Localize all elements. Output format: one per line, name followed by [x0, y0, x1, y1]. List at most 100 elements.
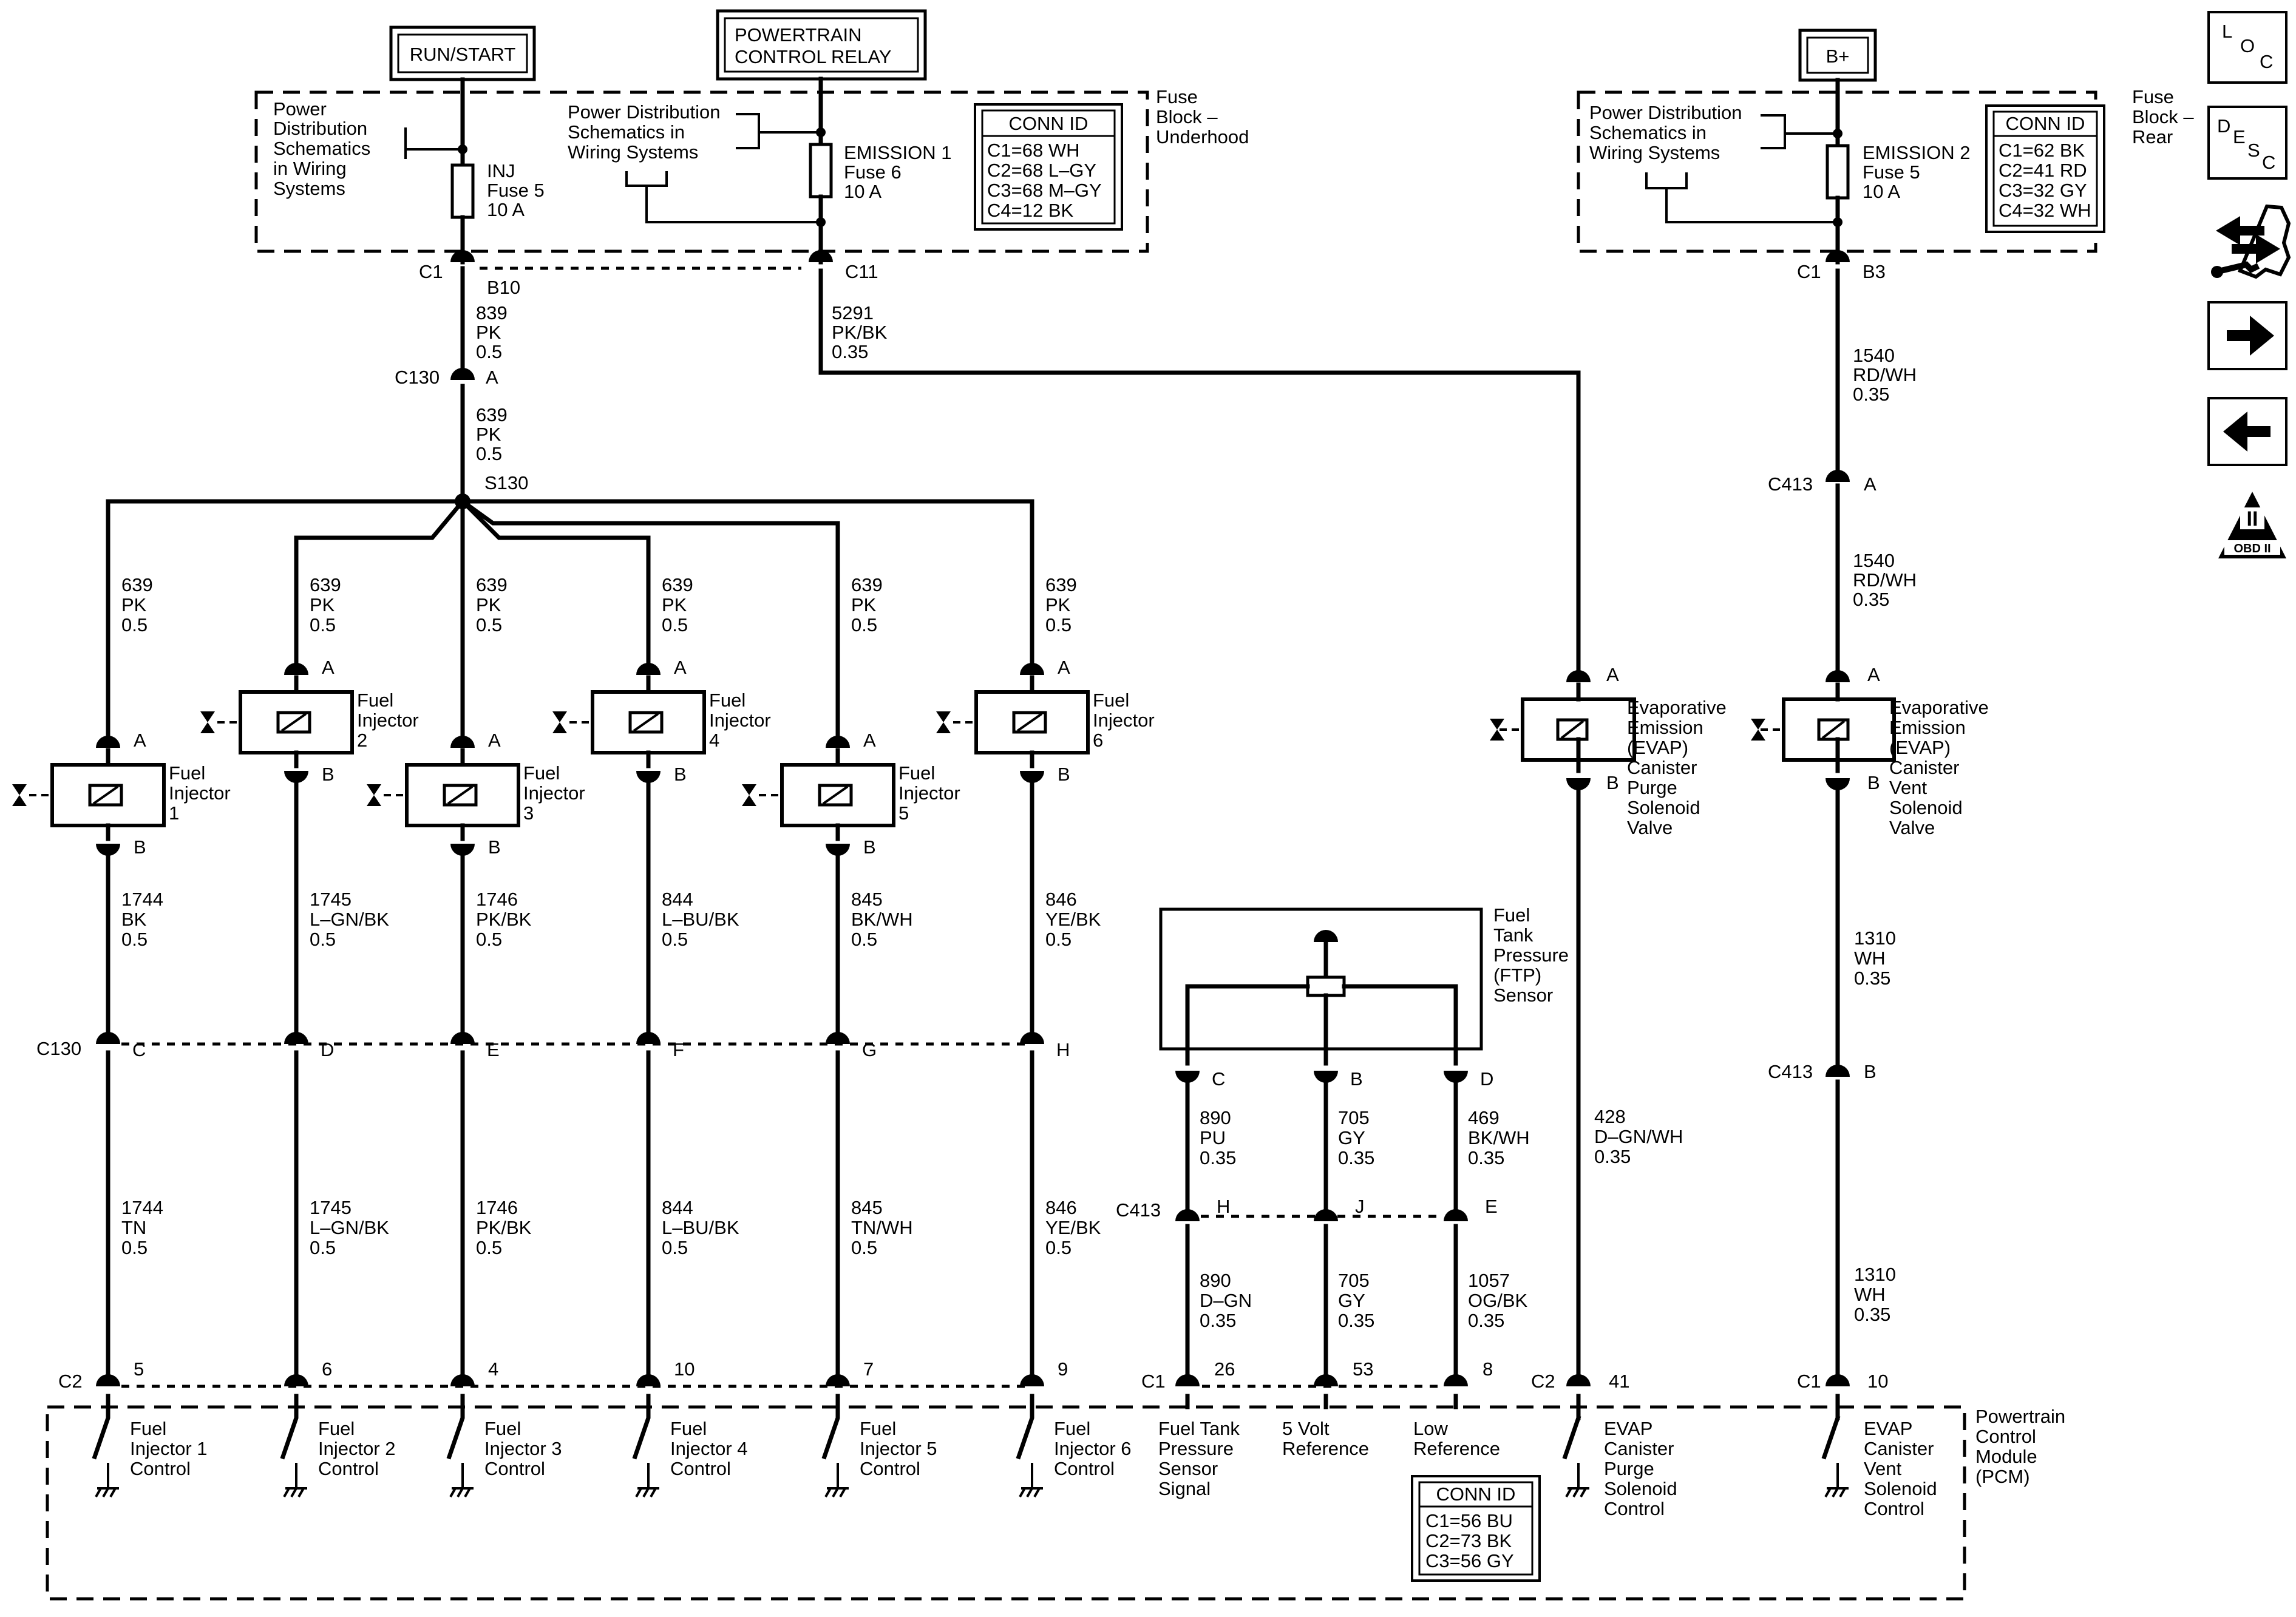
evap-purge-pcm-label-4: Solenoid — [1604, 1478, 1677, 1499]
ftp-pin-3: D — [1480, 1068, 1493, 1090]
evap-vent-solenoid: A B Evaporative Emission (EVAP) Canister… — [1751, 664, 1989, 1519]
evap-vent-pin-b: B — [1867, 772, 1880, 793]
pd-ref-left-5: Systems — [273, 178, 345, 199]
rear-conn-id-c4: C4=32 WH — [1999, 200, 2091, 221]
ftp-upper-wire-num-2: 705 — [1338, 1107, 1370, 1128]
ftp-pin-1: C — [1212, 1068, 1225, 1090]
desc-letter-s: S — [2247, 140, 2260, 161]
fuse-block-rear-conn-id: CONN ID C1=62 BK C2=41 RD C3=32 GY C4=32… — [1985, 104, 2105, 233]
w1540b-color: RD/WH — [1853, 569, 1917, 591]
inj4-name-1: Fuel — [709, 690, 746, 711]
ftp-pcm-label-2-1: 5 Volt — [1282, 1418, 1330, 1439]
inj1-pcm-pin: 5 — [134, 1358, 144, 1380]
inj5-pcm-label-3: Control — [860, 1458, 920, 1479]
inj1-mid-wire-gauge: 0.5 — [121, 929, 148, 950]
next-page-button[interactable] — [2207, 301, 2288, 370]
inj3-pin-a: A — [488, 730, 501, 751]
inj4-low-wire-gauge: 0.5 — [662, 1237, 688, 1258]
ftp-lower-wire-num-3: 1057 — [1468, 1270, 1510, 1291]
evap-vent-pin-a: A — [1867, 664, 1880, 685]
fuse-block-rear-label-1: Fuse — [2132, 86, 2174, 107]
ftp-lower-wire-color-1: D–GN — [1200, 1290, 1252, 1311]
ftp-pcm-label-1-2: Pressure — [1158, 1438, 1234, 1459]
run-start-tag: RUN/START — [389, 25, 536, 81]
run-start-label: RUN/START — [410, 44, 516, 65]
inj2-mid-wire-color: L–GN/BK — [310, 909, 389, 930]
pd-ref-left-4: in Wiring — [273, 158, 347, 179]
ftp-name-4: (FTP) — [1493, 964, 1541, 986]
inj1-mid-wire-num: 1744 — [121, 889, 163, 910]
evap-purge-pcm-label-2: Canister — [1604, 1438, 1674, 1459]
pd-ref-rear-2: Schematics in — [1589, 122, 1707, 143]
inj4-top-wire-gauge: 0.5 — [662, 614, 688, 636]
inj4-top-wire-num: 639 — [662, 574, 693, 595]
inj6-pcm-label-3: Control — [1054, 1458, 1115, 1479]
inj4-pcm-pin: 10 — [674, 1358, 695, 1380]
inj5-pcm-label-1: Fuel — [860, 1418, 896, 1439]
inj4-pcm-label-3: Control — [670, 1458, 731, 1479]
evap-purge-pin-b: B — [1606, 772, 1619, 793]
inj6-pin-b: B — [1058, 764, 1070, 785]
inj4-pin-b: B — [674, 764, 687, 785]
inj3-top-wire-num: 639 — [476, 574, 508, 595]
ftp-lower-wire-num-2: 705 — [1338, 1270, 1370, 1291]
b3-label: B3 — [1863, 261, 1886, 282]
emission2-fuse-label-1: EMISSION 2 — [1863, 142, 1970, 163]
evap-purge-name-2: Emission — [1627, 717, 1703, 738]
c413-a-pin: A — [1864, 473, 1877, 495]
c1-left-label: C1 — [419, 261, 443, 282]
fuse-block-rear-label-2: Block – — [2132, 106, 2194, 127]
evap-vent-name-7: Valve — [1889, 817, 1935, 838]
inj3-c130-pin: E — [487, 1039, 500, 1060]
loc-button[interactable]: L O C — [2207, 11, 2288, 84]
w1310b-gauge: 0.35 — [1854, 1304, 1890, 1325]
inj3-pcm-label-3: Control — [484, 1458, 545, 1479]
inj2-mid-wire-gauge: 0.5 — [310, 929, 336, 950]
w839-gauge: 0.5 — [476, 341, 502, 362]
evap-purge-name-7: Valve — [1627, 817, 1673, 838]
inj1-pcm-label-2: Injector 1 — [130, 1438, 208, 1459]
evap-purge-pcm-label-5: Control — [1604, 1498, 1665, 1519]
emission2-fuse-label-3: 10 A — [1863, 181, 1900, 202]
ftp-upper-wire-gauge-3: 0.35 — [1468, 1147, 1504, 1168]
ftp-lower-wire-gauge-3: 0.35 — [1468, 1310, 1504, 1331]
c1-right-label: C1 — [1797, 261, 1821, 282]
inj3-name-2: Injector — [523, 782, 585, 804]
inj2-mid-wire-num: 1745 — [310, 889, 352, 910]
inj5-name-1: Fuel — [898, 762, 935, 784]
inj6-name-3: 6 — [1093, 730, 1103, 751]
inj1-pcm-label-3: Control — [130, 1458, 191, 1479]
battery-plus-label: B+ — [1826, 46, 1850, 67]
arrow-left-icon — [2223, 412, 2271, 452]
prev-page-button[interactable] — [2207, 397, 2288, 466]
inj-fuse-label-2: Fuse 5 — [487, 180, 545, 201]
rear-conn-id-title: CONN ID — [2006, 113, 2085, 134]
evap-vent-pcm-label-4: Solenoid — [1864, 1478, 1937, 1499]
inj2-top-wire-color: PK — [310, 594, 335, 615]
inj5-name-2: Injector — [898, 782, 960, 804]
pd-ref-left-3: Schematics — [273, 138, 370, 159]
inj5-pcm-label-2: Injector 5 — [860, 1438, 937, 1459]
evap-purge-name-6: Solenoid — [1627, 797, 1700, 818]
inj4-top-wire-color: PK — [662, 594, 687, 615]
desc-button[interactable]: D E S C — [2207, 106, 2288, 180]
inj6-pin-a: A — [1058, 657, 1070, 678]
pd-ref-rear-3: Wiring Systems — [1589, 142, 1720, 163]
pd-ref-mid-1: Power Distribution — [568, 101, 721, 123]
arrow-right-icon — [2227, 316, 2274, 356]
ftp-pcm-label-1-1: Fuel Tank — [1158, 1418, 1240, 1439]
evap-vent-name-2: Emission — [1889, 717, 1966, 738]
rear-conn-id-c3: C3=32 GY — [1999, 180, 2087, 201]
ftp-lower-wire-color-3: OG/BK — [1468, 1290, 1528, 1311]
ftp-c413-pin-1: H — [1217, 1196, 1230, 1217]
battery-plus-tag: B+ — [1798, 29, 1877, 82]
ftp-pcm-label-3-1: Low — [1413, 1418, 1448, 1439]
ftp-c1-connector: C1 — [1141, 1371, 1166, 1392]
diagnostic-arrows-wrench-icon[interactable] — [2211, 204, 2291, 279]
emission2-fuse-symbol — [1826, 144, 1850, 200]
inj2-pin-a: A — [322, 657, 335, 678]
obd-ii-badge: II OBD II — [2218, 492, 2286, 558]
w1540a-num: 1540 — [1853, 345, 1895, 366]
inj5-pin-a: A — [863, 730, 876, 751]
c130-lower-label: C130 — [36, 1038, 81, 1059]
